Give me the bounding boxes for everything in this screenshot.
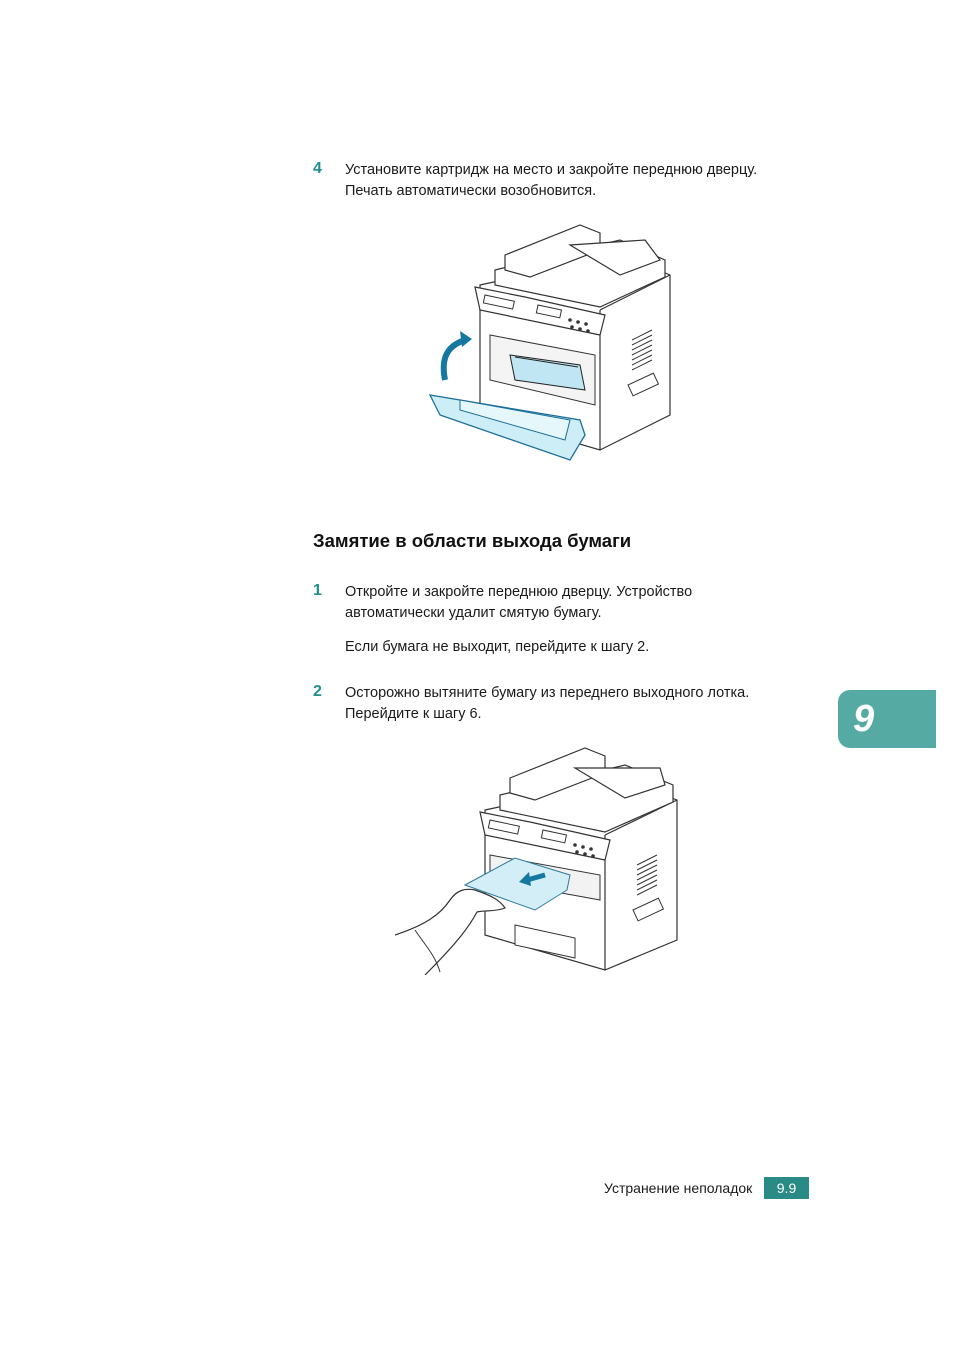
chapter-tab: 9 bbox=[838, 690, 936, 748]
step-2-line-2: Перейдите к шагу 6. bbox=[345, 706, 482, 722]
step-4-number: 4 bbox=[313, 160, 322, 177]
footer-section-title: Устранение неполадок bbox=[604, 1180, 753, 1196]
printer-cartridge-illustration bbox=[428, 224, 671, 461]
step-2-text: Осторожно вытяните бумагу из переднего в… bbox=[345, 683, 749, 725]
step-1-note: Если бумага не выходит, перейдите к шагу… bbox=[345, 639, 650, 655]
step-1-number: 1 bbox=[313, 582, 322, 599]
section-heading: Замятие в области выхода бумаги bbox=[313, 530, 632, 551]
step-1-text: Откройте и закройте переднюю дверцу. Уст… bbox=[345, 582, 692, 624]
chapter-number: 9 bbox=[853, 698, 875, 740]
step-2-number: 2 bbox=[313, 683, 322, 700]
page-number-badge: 9.9 bbox=[764, 1177, 809, 1199]
step-4-line-2: Печать автоматически возобновится. bbox=[345, 183, 597, 199]
step-2-line-1: Осторожно вытяните бумагу из переднего в… bbox=[345, 685, 750, 701]
step-1-line-1: Откройте и закройте переднюю дверцу. Уст… bbox=[345, 584, 693, 600]
printer-output-jam-illustration bbox=[395, 747, 678, 975]
step-1-line-2: автоматически удалит смятую бумагу. bbox=[345, 605, 602, 621]
step-4-text: Установите картридж на место и закройте … bbox=[345, 160, 757, 202]
step-4-line-1: Установите картридж на место и закройте … bbox=[345, 162, 758, 178]
